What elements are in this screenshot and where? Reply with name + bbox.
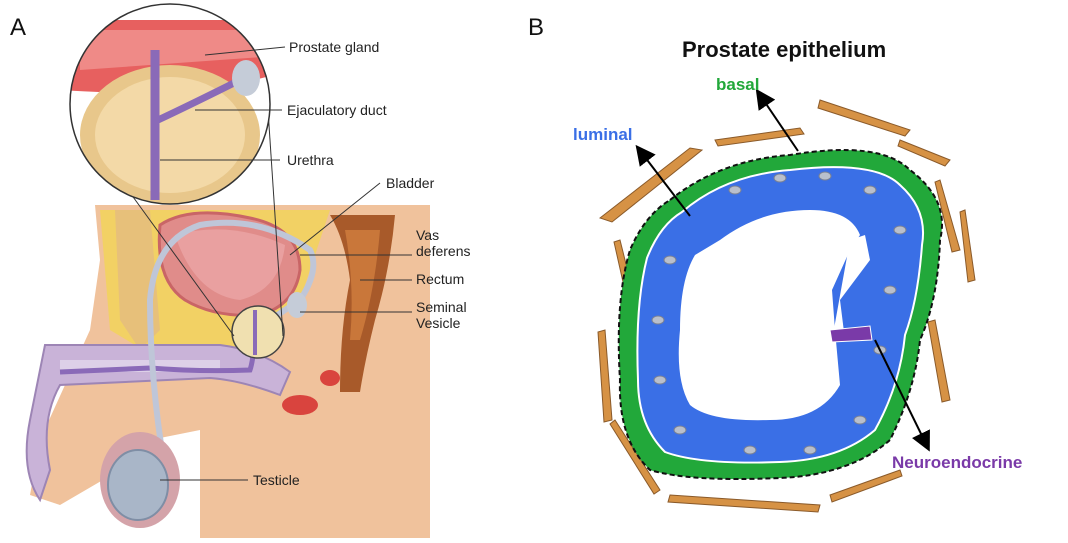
panel-letter-b: B bbox=[528, 14, 544, 42]
label-bladder: Bladder bbox=[386, 175, 435, 191]
prostate-small bbox=[232, 306, 284, 358]
panel-a-anatomy: A bbox=[0, 0, 484, 538]
label-neuroendocrine: Neuroendocrine bbox=[892, 453, 1022, 472]
arrow-basal bbox=[758, 92, 798, 151]
label-prostate-gland: Prostate gland bbox=[289, 39, 379, 55]
diagram-title: Prostate epithelium bbox=[682, 37, 886, 62]
panel-b-epithelium: B Prostate epithelium bbox=[520, 0, 1068, 538]
label-seminal-vesicle-line2: Vesicle bbox=[416, 315, 461, 331]
label-rectum: Rectum bbox=[416, 271, 464, 287]
prostate-magnified bbox=[60, 0, 290, 210]
male-anatomy-illustration: Prostate gland Ejaculatory duct Urethra … bbox=[0, 0, 484, 538]
label-urethra: Urethra bbox=[287, 152, 334, 168]
label-basal: basal bbox=[716, 75, 759, 94]
epithelium-diagram: Prostate epithelium bbox=[520, 0, 1068, 538]
label-vas-deferens-line2: deferens bbox=[416, 243, 470, 259]
panel-letter-a: A bbox=[10, 14, 26, 42]
testicle-shape bbox=[108, 450, 168, 520]
label-ejaculatory-duct: Ejaculatory duct bbox=[287, 102, 387, 118]
label-seminal-vesicle-line1: Seminal bbox=[416, 299, 467, 315]
label-testicle: Testicle bbox=[253, 472, 300, 488]
label-luminal: luminal bbox=[573, 125, 633, 144]
label-vas-deferens-line1: Vas bbox=[416, 227, 439, 243]
